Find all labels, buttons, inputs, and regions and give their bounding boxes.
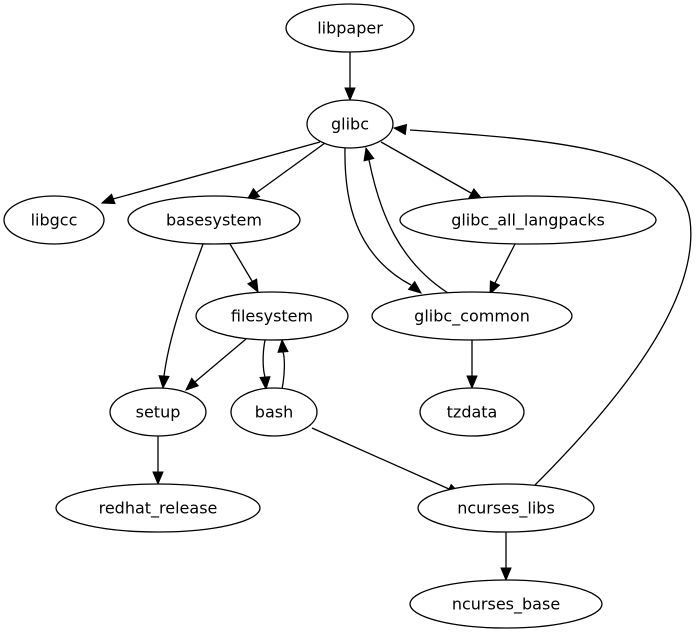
node-shape [55,483,261,533]
edge-line [163,243,204,377]
node-label: glibc_all_langpacks [451,211,605,231]
arrowhead-icon [466,375,478,390]
node-shape [3,195,105,245]
edge-bash-to-filesystem [277,338,289,390]
edge-line [255,142,326,194]
node-tzdata: tzdata [419,387,525,437]
edge-line [229,243,253,282]
node-shape [127,195,301,245]
node-shape [371,291,573,341]
edge-libpaper-to-glibc [344,52,356,102]
node-setup: setup [109,387,207,437]
edge-glibc-to-libgcc [100,141,321,205]
edge-line [262,339,266,378]
edge-line [380,141,472,194]
edge-ncurses-libs-to-glibc [392,123,692,486]
node-shape [285,3,415,53]
node-ncurses-base: ncurses_base [409,579,603,629]
edge-setup-to-redhat-release [152,436,164,486]
edge-line [344,147,412,286]
edge-filesystem-to-bash [259,339,271,391]
edge-glibc-all-langpacks-to-glibc-common [489,243,516,296]
node-glibc-common: glibc_common [371,291,573,341]
edge-filesystem-to-setup [185,338,247,391]
node-label: ncurses_base [452,595,560,615]
node-label: libpaper [317,19,383,38]
edge-ncurses-libs-to-ncurses-base [500,532,512,582]
arrowhead-icon [363,146,375,162]
node-shape [419,387,525,437]
node-label: redhat_release [99,499,218,519]
edges-layer [100,52,692,582]
edge-glibc-common-to-glibc [363,146,449,294]
arrowhead-icon [489,280,501,296]
node-shape [109,387,207,437]
arrowhead-icon [100,193,116,205]
node-glibc-all-langpacks: glibc_all_langpacks [399,195,657,245]
node-libgcc: libgcc [3,195,105,245]
edge-line [194,338,247,383]
arrowhead-icon [259,376,271,391]
node-glibc: glibc [306,99,394,149]
arrowhead-icon [344,87,356,102]
arrowhead-icon [246,278,259,294]
arrowhead-icon [152,471,164,486]
arrowhead-icon [277,338,289,353]
edge-line [311,427,450,490]
node-shape [409,579,603,629]
node-label: basesystem [166,211,262,230]
node-basesystem: basesystem [127,195,301,245]
arrowhead-icon [185,377,200,391]
node-redhat-release: redhat_release [55,483,261,533]
edge-line [368,159,449,294]
node-libpaper: libpaper [285,3,415,53]
node-ncurses-libs: ncurses_libs [417,483,595,533]
node-label: ncurses_libs [457,499,555,519]
node-label: glibc [331,115,369,134]
node-shape [306,99,394,149]
node-label: glibc_common [414,307,530,327]
edge-line [409,129,692,486]
node-shape [417,483,595,533]
node-label: filesystem [231,307,313,326]
arrowhead-icon [158,375,170,390]
edge-bash-to-ncurses-libs [311,427,462,495]
edge-glibc-common-to-tzdata [466,340,478,390]
arrowhead-icon [392,123,408,136]
edge-line [112,141,321,200]
edge-line [494,243,516,284]
node-shape [230,387,318,437]
nodes-layer: libpaper glibc libgcc basesystem glibc_all_l… [3,3,657,629]
arrowhead-icon [500,567,512,582]
edge-line [281,351,286,390]
edge-glibc-to-glibc-all-langpacks [380,141,484,200]
node-label: libgcc [31,211,78,230]
node-label: tzdata [447,403,498,422]
edge-glibc-to-glibc-common [344,147,423,294]
node-bash: bash [230,387,318,437]
node-shape [399,195,657,245]
node-label: setup [136,403,181,422]
node-label: bash [255,403,293,422]
arrowhead-icon [407,280,423,294]
node-shape [195,291,349,341]
edge-basesystem-to-setup [158,243,204,390]
node-filesystem: filesystem [195,291,349,341]
edge-basesystem-to-filesystem [229,243,259,294]
